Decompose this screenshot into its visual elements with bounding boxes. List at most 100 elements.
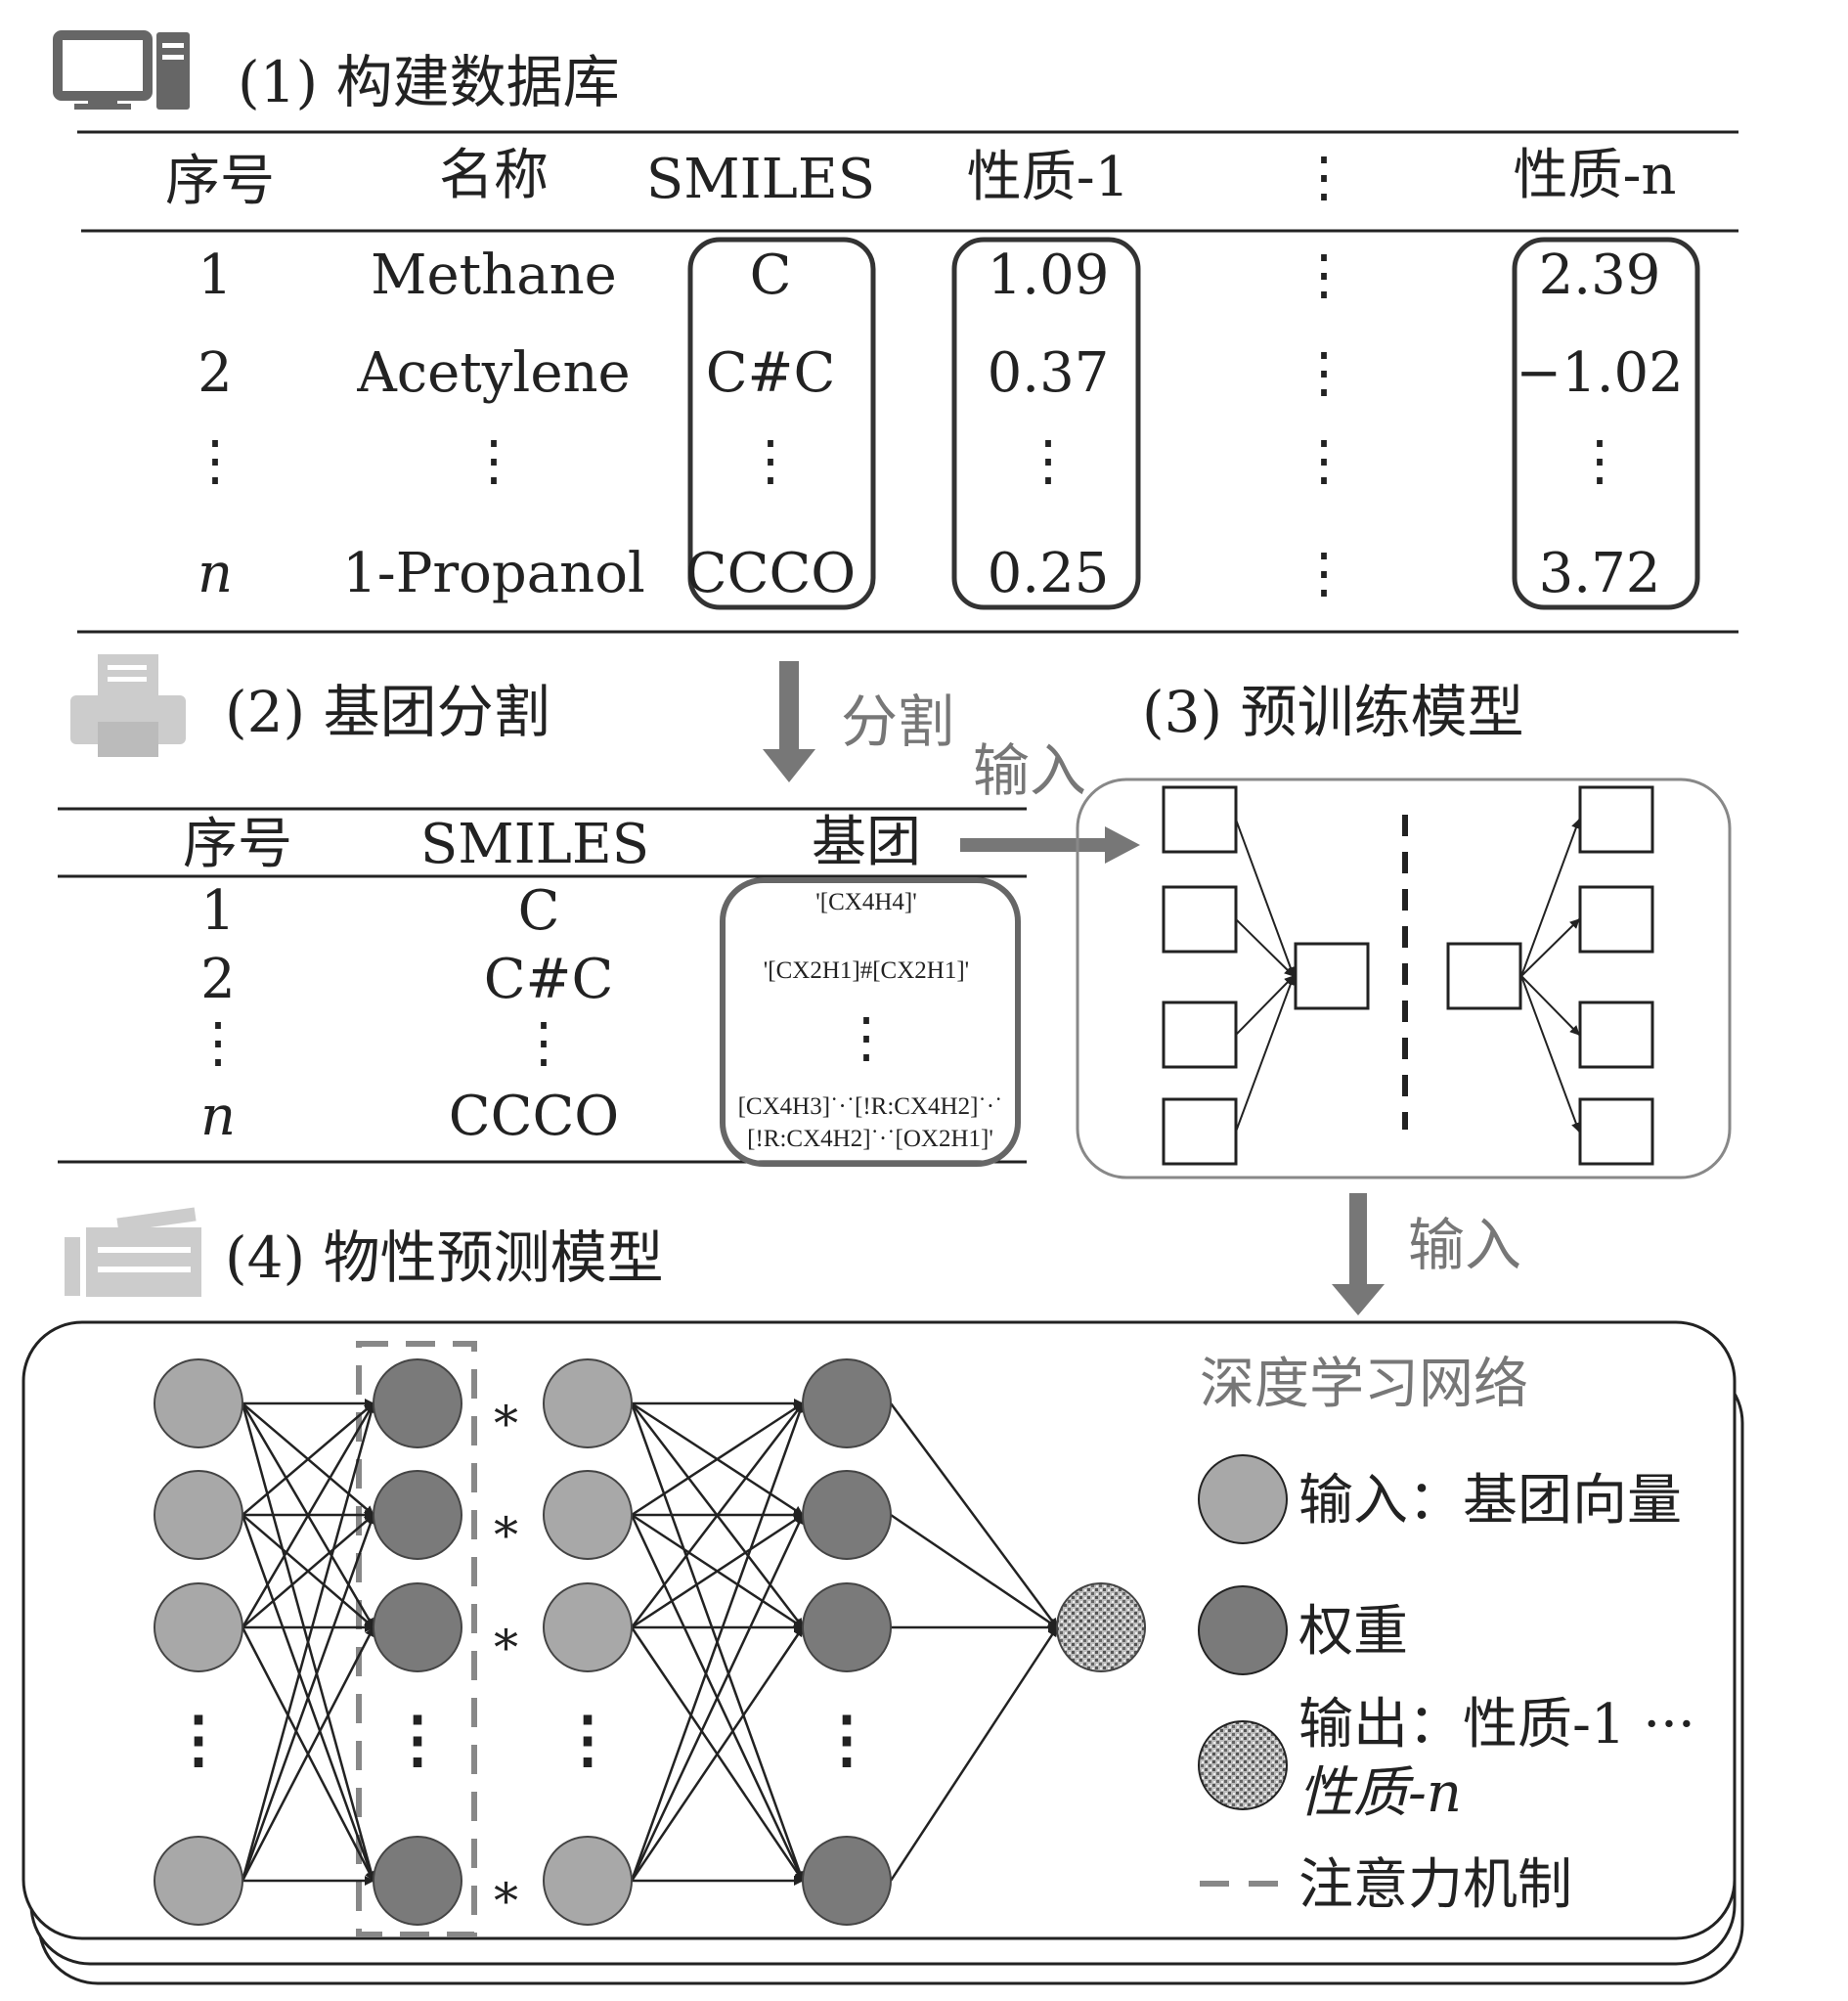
hidden-weight-node [802,1358,892,1448]
row-smiles: C#C [484,948,614,1011]
decoder-output-node [1578,1097,1654,1166]
section3-title: (3) 预训练模型 [1142,679,1524,745]
output-node [1056,1582,1146,1672]
legend-weight-node [1198,1585,1288,1675]
ellipsis-dots: ⋮ [386,1703,449,1776]
legend-input-label: 输入：基团向量 [1298,1469,1682,1533]
cell-prop1: ⋮ [1021,429,1076,493]
cell-smiles: ⋮ [743,429,798,493]
ellipsis-dots: ⋮ [556,1703,619,1776]
table2-rows: 1 C '[CX4H4]' 2 C#C '[CX2H1]#[CX2H1]' ⋮ … [191,879,1002,1152]
section1-title: (1) 构建数据库 [238,49,620,115]
legend-input-node [1198,1454,1288,1544]
legend-output-label-2: 性质-n [1298,1761,1462,1825]
input-to-attention-edge [242,1402,374,1516]
attention-star: * [494,1507,518,1564]
input-to-attention-edge [242,1514,374,1628]
input-arrow-down [1332,1193,1385,1315]
cell-index: 1 [198,244,233,307]
row-index: 2 [200,948,236,1011]
attention-star: * [494,1873,518,1930]
attention-weight-node [373,1582,462,1672]
header-prop1: 性质-1 [967,146,1130,209]
legend-output-label: 输出：性质-1 ··· [1298,1693,1695,1756]
cell-dots: ⋮ [1297,244,1351,307]
hidden-edge [630,1626,805,1882]
hidden-input-node [543,1582,633,1672]
input-label-2: 输入 [1408,1212,1521,1278]
decoder-output-node [1578,785,1654,854]
decoder-edge [1520,975,1580,1036]
cell-propn: 3.72 [1539,542,1661,605]
hidden-weight-node [802,1582,892,1672]
output-edge [890,1513,1058,1629]
cell-propn: ⋮ [1572,429,1627,493]
hidden-edge [630,1402,805,1882]
hidden-weight-node [802,1470,892,1560]
row-group: '[CX4H4]' [815,889,916,915]
header-index: 序号 [183,813,292,876]
attention-weight-node [373,1470,462,1560]
printer-icon [70,654,186,757]
cell-smiles: C [750,244,792,307]
cell-index: n [198,542,233,605]
cell-dots: ⋮ [1297,542,1351,605]
section2-title: (2) 基团分割 [225,679,550,745]
cell-smiles: C#C [706,341,836,405]
group-highlight-box [720,877,1021,1167]
header-propn: 性质-n [1514,144,1677,207]
legend-title: 深度学习网络 [1200,1353,1528,1416]
legend: 深度学习网络 输入：基团向量 权重 输出：性质-1 ··· 性质-n 注意力机制 [1198,1353,1695,1917]
table2-header: 序号 SMILES 基团 [183,811,921,876]
row-index: 1 [200,879,236,943]
cell-prop1: 0.37 [988,341,1110,405]
section4-title: (4) 物性预测模型 [225,1224,664,1291]
hidden-edge [630,1514,805,1882]
header-index: 序号 [165,150,275,213]
table1-header: 序号 名称 SMILES 性质-1 ⋮ 性质-n [165,144,1677,213]
cell-prop1: 0.25 [988,542,1110,605]
cell-prop1: 1.09 [988,244,1110,307]
smiles-highlight-box [687,237,876,610]
computer-icon [53,30,190,110]
prediction-network: ⋮⋮⋮⋮**** [154,1358,1146,1930]
input-arrow-right [960,826,1140,864]
header-name: 名称 [439,144,549,207]
propn-highlight-box [1512,237,1700,610]
hidden-input-node [543,1358,633,1448]
row-index: n [200,1085,236,1148]
cell-name: Acetylene [356,341,630,405]
row-group: '[CX2H1]#[CX2H1]' [764,957,969,984]
encoder-edge [1235,819,1296,977]
header-group: 基团 [812,811,921,874]
encoder-input-node [1162,885,1238,954]
prop1-highlight-box [951,237,1141,610]
row-group-line2: [!R:CX4H2]˙·˙[OX2H1]' [747,1126,993,1152]
hidden-edge [631,1513,804,1629]
legend-attention-label: 注意力机制 [1298,1853,1572,1917]
encoder-edge [1235,975,1296,1133]
hidden-input-node [543,1470,633,1560]
input-node [154,1836,243,1926]
pretrain-model-box [1076,778,1732,1179]
input-to-attention-edge [241,1402,375,1628]
input-to-attention-edge [241,1402,376,1882]
cell-smiles: CCCO [685,542,856,605]
decoder-latent-node [1446,942,1522,1010]
hidden-weight-node [802,1836,892,1926]
row-smiles: CCCO [449,1085,619,1148]
cell-dots: ⋮ [1297,341,1351,405]
attention-star: * [494,1620,518,1676]
fax-icon [65,1207,201,1297]
decoder-edge [1520,819,1581,977]
hidden-edge [631,1401,804,1517]
legend-weight-label: 权重 [1298,1600,1408,1664]
cell-propn: 2.39 [1539,244,1661,307]
encoder-latent-node [1294,942,1370,1010]
input-to-attention-edge [241,1626,375,1882]
ellipsis-dots: ⋮ [815,1703,878,1776]
input-label-1: 输入 [973,737,1086,804]
pretrain-network [1162,785,1654,1166]
decoder-output-node [1578,1000,1654,1069]
